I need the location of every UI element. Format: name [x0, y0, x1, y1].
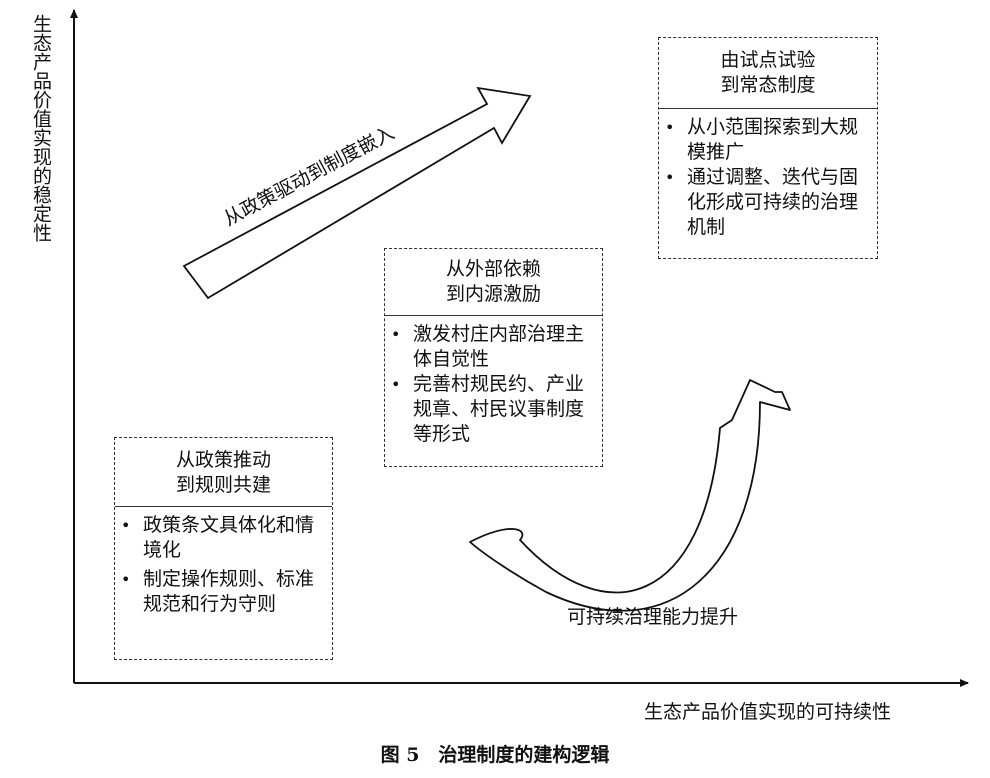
bullet-item: 激发村庄内部治理主体自觉性: [385, 322, 596, 372]
curved-arrow-label: 可持续治理能力提升: [567, 606, 739, 628]
stage-bullets: 政策条文具体化和情境化 制定操作规则、标准规范和行为守则: [115, 507, 332, 617]
straight-arrow: [182, 86, 532, 300]
stage-bullets: 激发村庄内部治理主体自觉性 完善村规民约、产业规章、村民议事制度等形式: [385, 316, 602, 447]
stage-box-endogenous-incentive: 从外部依赖 到内源激励 激发村庄内部治理主体自觉性 完善村规民约、产业规章、村民…: [384, 248, 603, 467]
bullet-item: 政策条文具体化和情境化: [115, 513, 326, 563]
bullet-item: 完善村规民约、产业规章、村民议事制度等形式: [385, 372, 596, 447]
bullet-item: 从小范围探索到大规模推广: [659, 115, 871, 165]
stage-box-rule-co-construction: 从政策推动 到规则共建 政策条文具体化和情境化 制定操作规则、标准规范和行为守则: [114, 437, 333, 660]
stage-title: 由试点试验 到常态制度: [659, 38, 877, 109]
stage-box-normalized-institution: 由试点试验 到常态制度 从小范围探索到大规模推广 通过调整、迭代与固化形成可持续…: [658, 37, 878, 259]
stage-title: 从外部依赖 到内源激励: [385, 249, 602, 316]
bullet-item: 制定操作规则、标准规范和行为守则: [115, 567, 326, 617]
curved-arrow: [469, 379, 791, 612]
figure-caption: 图 5 治理制度的建构逻辑: [380, 744, 610, 766]
x-axis-label: 生态产品价值实现的可持续性: [644, 701, 892, 723]
stage-title: 从政策推动 到规则共建: [115, 438, 332, 507]
y-axis-label: 生态产品价值实现的稳定性: [30, 14, 52, 242]
stage-bullets: 从小范围探索到大规模推广 通过调整、迭代与固化形成可持续的治理机制: [659, 109, 877, 240]
bullet-item: 通过调整、迭代与固化形成可持续的治理机制: [659, 165, 871, 240]
